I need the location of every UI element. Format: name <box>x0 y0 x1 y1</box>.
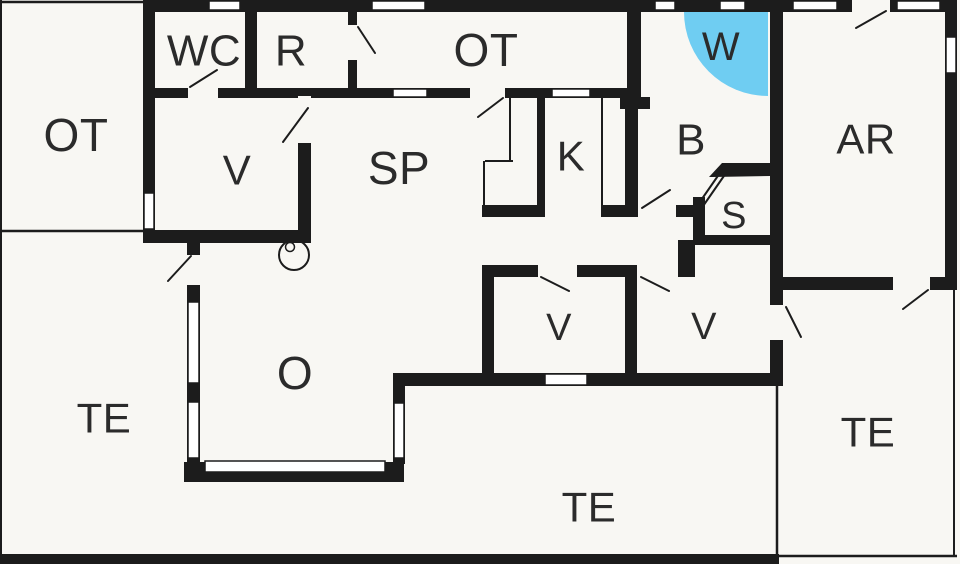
door-opening <box>637 264 678 278</box>
room-label-b: B <box>676 116 706 165</box>
fixture-circle <box>278 239 310 271</box>
window <box>371 0 426 11</box>
wall <box>143 230 311 243</box>
room-label-ar: AR <box>836 116 895 163</box>
wall <box>245 8 257 98</box>
door-opening <box>893 276 930 291</box>
window <box>551 88 591 98</box>
fixture-circle <box>284 241 296 253</box>
room-label-v-right: V <box>691 306 717 348</box>
door-opening <box>640 204 676 218</box>
door-swing-line <box>785 306 802 338</box>
door-swing-line <box>540 276 570 292</box>
room-label-k: K <box>557 133 586 180</box>
wall <box>601 205 638 217</box>
window <box>208 0 241 11</box>
door-swing-line <box>477 97 504 118</box>
window <box>792 0 838 11</box>
wall-angled <box>709 163 770 177</box>
window <box>945 36 957 74</box>
door-opening <box>538 264 577 278</box>
door-opening <box>188 87 218 99</box>
room-label-te-bottom: TE <box>562 484 617 531</box>
room-label-te-right: TE <box>841 409 896 456</box>
wall <box>625 265 637 386</box>
window <box>544 373 588 386</box>
wall <box>693 235 783 245</box>
window <box>392 88 428 98</box>
wall <box>393 373 783 386</box>
wall <box>482 205 545 217</box>
wall <box>482 265 494 386</box>
window <box>143 192 155 230</box>
door-opening <box>769 305 784 340</box>
door-opening <box>470 87 505 99</box>
wall <box>625 98 638 210</box>
room-label-v-left: V <box>546 307 572 349</box>
door-opening <box>852 0 890 13</box>
window <box>896 0 941 11</box>
door-swing-line <box>640 276 670 292</box>
wall <box>783 277 957 290</box>
door-swing-line <box>282 107 309 143</box>
door-swing-line <box>641 189 671 209</box>
door-swing-line <box>189 69 218 88</box>
door-swing-line <box>357 26 376 54</box>
window <box>204 460 386 473</box>
door-swing-line <box>696 169 723 207</box>
room-label-r: R <box>275 27 307 76</box>
door-swing-line <box>855 10 887 29</box>
room-label-te-left: TE <box>77 395 132 442</box>
window <box>187 301 200 384</box>
door-swing-line <box>902 289 929 310</box>
room-label-v-top: V <box>223 147 252 194</box>
wall <box>678 240 695 277</box>
door-swing-line <box>700 172 727 210</box>
room-label-o: O <box>277 347 313 399</box>
room-label-wc: WC <box>167 27 241 76</box>
window <box>393 402 405 459</box>
room-label-sp: SP <box>368 142 430 194</box>
wall <box>627 8 641 99</box>
door-swing-line <box>167 255 192 282</box>
wall <box>0 554 779 564</box>
wall <box>676 205 696 217</box>
wall <box>770 12 783 245</box>
door-opening <box>186 255 201 285</box>
room-label-w: W <box>702 25 740 69</box>
window <box>654 0 676 11</box>
window <box>719 0 746 11</box>
window <box>187 401 200 459</box>
wall <box>143 0 155 231</box>
door-opening <box>348 25 357 60</box>
highlighted-door-arc <box>684 12 768 96</box>
wall <box>143 88 640 98</box>
room-label-s: S <box>721 195 747 237</box>
wall <box>537 98 545 212</box>
room-label-ot-mid: OT <box>454 24 519 76</box>
wall <box>143 0 957 12</box>
room-label-ot-left: OT <box>44 109 109 161</box>
